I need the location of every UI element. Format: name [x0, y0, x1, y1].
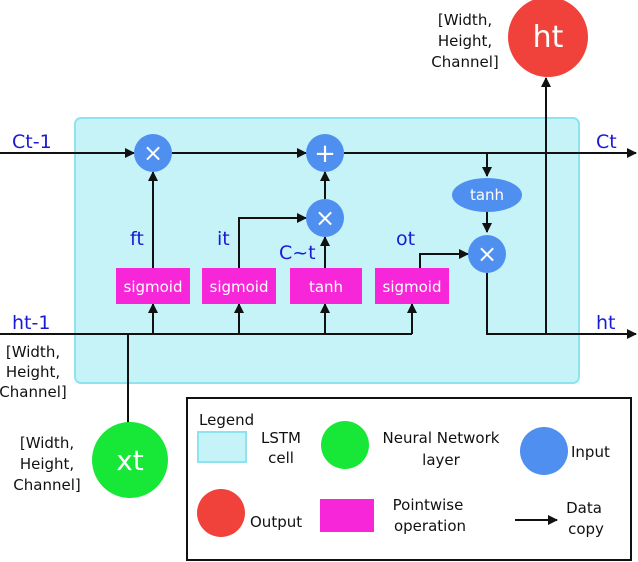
ht-out-arrow: [486, 273, 637, 339]
ht-out-dim-2: Height,: [438, 32, 492, 50]
legend-output-swatch: [197, 489, 245, 537]
tanh-candidate-label: tanh: [309, 278, 343, 296]
ot-arrow: [419, 249, 469, 268]
add-symbol: +: [314, 139, 336, 169]
ht-out-dims: [Width, Height, Channel]: [431, 11, 498, 71]
c-tilde-label: C~t: [279, 242, 316, 264]
ct-label: Ct: [596, 131, 617, 153]
ot-label: ot: [396, 228, 415, 250]
legend-nn-line1: Neural Network: [383, 429, 500, 447]
tanh-out-label: tanh: [470, 186, 504, 204]
input-multiply-node: ×: [306, 199, 344, 237]
sigmoid-forget-gate: sigmoid: [116, 268, 190, 304]
sigmoid-output-gate: sigmoid: [375, 268, 449, 304]
tanh-candidate-gate: tanh: [290, 268, 362, 304]
ht-prev-dims: [Width, Height, Channel]: [0, 343, 67, 401]
ct-prev-label: Ct-1: [12, 131, 52, 153]
tanh-out-node: tanh: [452, 178, 522, 212]
ht-out-dim-3: Channel]: [431, 53, 498, 71]
it-label: it: [217, 228, 230, 250]
legend-title: Legend: [199, 411, 254, 429]
legend-pointwise-swatch: [320, 499, 374, 532]
input-multiply-symbol: ×: [315, 204, 335, 232]
ht-prev-dim-2: Height,: [6, 363, 60, 381]
sigmoid-output-label: sigmoid: [383, 278, 442, 296]
legend-output-label: Output: [250, 513, 302, 531]
ht-prev-dim-3: Channel]: [0, 383, 67, 401]
xt-input-label: xt: [116, 444, 144, 477]
legend-pointwise-line2: operation: [394, 517, 466, 535]
legend-nn-line2: layer: [422, 451, 460, 469]
ht-out-dim-1: [Width,: [438, 11, 492, 29]
xt-dim-2: Height,: [20, 455, 74, 473]
it-arrow: [238, 213, 307, 268]
legend-lstm-swatch: [197, 431, 247, 463]
ht-prev-dim-1: [Width,: [6, 343, 60, 361]
forget-multiply-node: ×: [134, 134, 172, 172]
legend-data-copy-line1: Data: [566, 499, 602, 517]
legend-lstm-line1: LSTM: [261, 429, 301, 447]
legend-lstm-line2: cell: [268, 449, 294, 467]
xt-input-node: xt: [92, 422, 168, 498]
legend-input-label: Input: [571, 443, 610, 461]
legend: Legend LSTM cell Neural Network layer In…: [186, 397, 632, 561]
ht-right-label: ht: [596, 312, 616, 334]
sigmoid-input-gate: sigmoid: [202, 268, 276, 304]
output-multiply-node: ×: [468, 235, 506, 273]
sigmoid-input-label: sigmoid: [210, 278, 269, 296]
ht-output-label: ht: [533, 20, 564, 55]
xt-dims: [Width, Height, Channel]: [13, 434, 80, 494]
ht-output-node: ht: [508, 0, 588, 77]
legend-box: [186, 397, 632, 561]
add-node: +: [306, 134, 344, 172]
forget-multiply-symbol: ×: [143, 139, 163, 167]
lstm-cell-box: [74, 117, 580, 384]
xt-dim-1: [Width,: [20, 434, 74, 452]
legend-input-swatch: [520, 427, 568, 475]
output-multiply-symbol: ×: [477, 240, 497, 268]
xt-dim-3: Channel]: [13, 476, 80, 494]
legend-pointwise-line1: Pointwise: [393, 496, 464, 514]
ft-label: ft: [130, 228, 144, 250]
legend-nn-swatch: [321, 421, 369, 469]
sigmoid-forget-label: sigmoid: [124, 278, 183, 296]
ht-prev-label: ht-1: [12, 312, 50, 334]
legend-data-copy-line2: copy: [568, 520, 604, 538]
